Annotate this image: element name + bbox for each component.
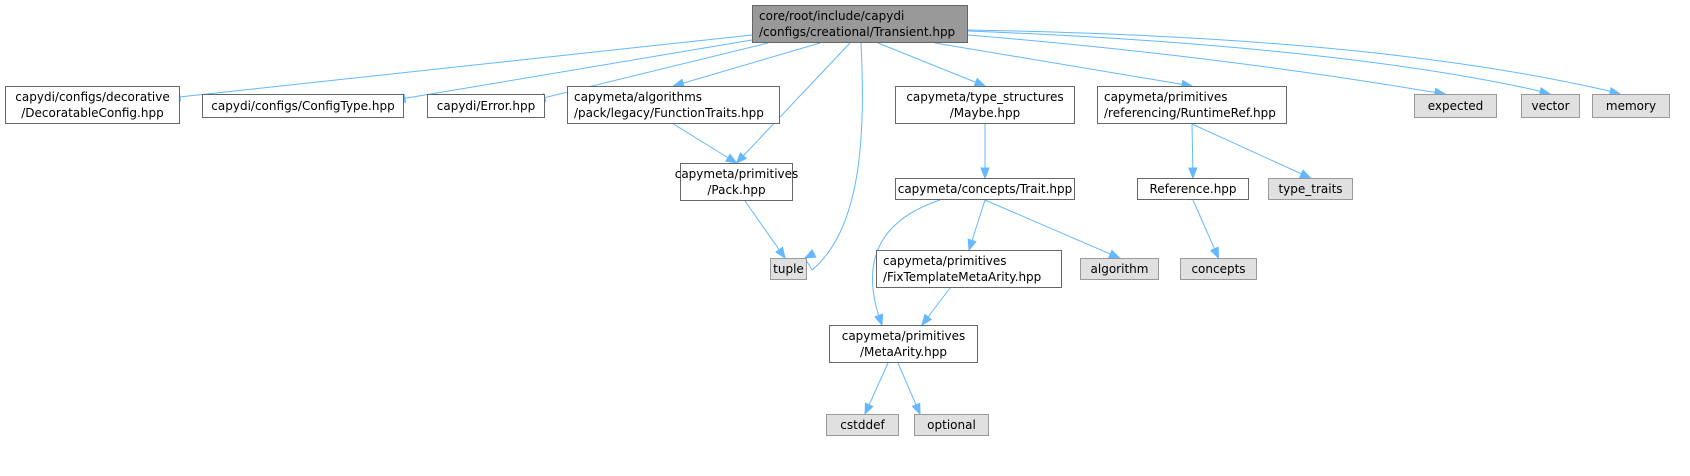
- arrowhead-icon: [1298, 169, 1312, 179]
- edge-line: [877, 42, 986, 87]
- node-label-line: tuple: [773, 262, 804, 276]
- node-fixtemplate[interactable]: capymeta/primitives/FixTemplateMetaArity…: [876, 250, 1062, 288]
- edge-runtimeref-reference: [1188, 123, 1198, 180]
- node-label-line: capymeta/primitives: [841, 329, 966, 343]
- edge-fixtemplate-metaarity: [921, 287, 951, 327]
- node-label-line: capymeta/concepts/Trait.hpp: [897, 182, 1073, 196]
- edge-pack-tuple: [744, 200, 786, 260]
- edge-line: [804, 42, 863, 271]
- node-type_traits: type_traits: [1268, 178, 1353, 200]
- edge-line: [872, 199, 941, 326]
- node-label-line: capymeta/algorithms: [574, 90, 703, 104]
- node-metaarity[interactable]: capymeta/primitives/MetaArity.hpp: [829, 325, 978, 363]
- edge-maybe-trait: [980, 124, 990, 180]
- arrowhead-icon: [1107, 249, 1121, 259]
- node-tuple: tuple: [770, 258, 807, 280]
- arrowhead-icon: [735, 152, 748, 164]
- node-cstddef: cstddef: [826, 414, 899, 436]
- node-configtype[interactable]: capydi/configs/ConfigType.hpp: [202, 94, 404, 118]
- edge-line: [673, 123, 737, 164]
- node-label-line: /Maybe.hpp: [949, 106, 1021, 120]
- edge-line: [394, 39, 753, 101]
- arrowhead-icon: [1209, 246, 1220, 260]
- arrowhead-icon: [1188, 167, 1198, 180]
- edge-line: [1192, 199, 1219, 259]
- edge-line: [169, 34, 753, 99]
- edge-root-pack: [735, 42, 851, 164]
- node-label-line: /Pack.hpp: [707, 183, 766, 197]
- node-maybe[interactable]: capymeta/type_structures/Maybe.hpp: [895, 86, 1075, 124]
- node-label-line: /pack/legacy/FunctionTraits.hpp: [574, 106, 764, 120]
- arrowhead-icon: [725, 153, 738, 164]
- arrowhead-icon: [980, 167, 990, 180]
- edge-line: [967, 30, 1551, 95]
- edge-trait-fixtemplate: [967, 199, 986, 252]
- node-label-line: /DecoratableConfig.hpp: [21, 106, 164, 120]
- node-decoratable[interactable]: capydi/configs/decorative/DecoratableCon…: [5, 86, 180, 124]
- edge-runtimeref-type_traits: [1191, 123, 1312, 179]
- node-label-line: optional: [927, 418, 976, 432]
- node-label-line: capydi/Error.hpp: [436, 99, 536, 113]
- node-label-line: concepts: [1191, 262, 1246, 276]
- arrowhead-icon: [803, 249, 817, 259]
- edge-line: [1191, 123, 1311, 179]
- edge-metaarity-optional: [897, 362, 921, 416]
- node-label-line: capymeta/primitives: [883, 254, 1007, 268]
- node-functiontraits[interactable]: capymeta/algorithms/pack/legacy/Function…: [567, 86, 780, 124]
- node-vector: vector: [1521, 94, 1580, 118]
- arrowhead-icon: [874, 313, 884, 327]
- node-label-line: vector: [1531, 99, 1570, 113]
- node-label-line: algorithm: [1090, 262, 1149, 276]
- node-algorithm: algorithm: [1080, 258, 1159, 280]
- arrowhead-icon: [973, 77, 987, 87]
- node-reference[interactable]: Reference.hpp: [1137, 178, 1249, 200]
- edge-line: [967, 34, 1446, 95]
- node-error[interactable]: capydi/Error.hpp: [427, 94, 545, 118]
- arrowhead-icon: [911, 402, 921, 416]
- node-label-line: capydi/configs/decorative: [15, 90, 170, 104]
- node-expected: expected: [1414, 94, 1497, 118]
- node-label-line: /configs/creational/Transient.hpp: [759, 25, 956, 39]
- arrowhead-icon: [775, 246, 786, 260]
- node-label-line: /MetaArity.hpp: [859, 345, 948, 359]
- arrowhead-icon: [921, 313, 933, 327]
- node-label-line: capymeta/type_structures: [906, 90, 1064, 104]
- node-root[interactable]: core/root/include/capydi/configs/creatio…: [752, 5, 968, 43]
- node-label-line: expected: [1427, 99, 1484, 113]
- node-label-line: type_traits: [1278, 182, 1343, 196]
- edge-line: [934, 42, 1193, 87]
- node-label-line: Reference.hpp: [1149, 182, 1237, 196]
- node-label-line: cstddef: [840, 418, 885, 432]
- node-runtimeref[interactable]: capymeta/primitives/referencing/RuntimeR…: [1097, 86, 1287, 124]
- node-label-line: /FixTemplateMetaArity.hpp: [883, 270, 1042, 284]
- node-trait[interactable]: capymeta/concepts/Trait.hpp: [895, 178, 1075, 200]
- edge-line: [967, 29, 1621, 95]
- node-label-line: capymeta/primitives: [1104, 90, 1228, 104]
- edge-metaarity-cstddef: [864, 362, 889, 416]
- edge-root-maybe: [877, 42, 987, 87]
- edge-reference-concepts: [1192, 199, 1220, 260]
- node-label-line: /referencing/RuntimeRef.hpp: [1104, 106, 1276, 120]
- edge-trait-algorithm: [984, 199, 1121, 259]
- edge-line: [736, 42, 851, 164]
- node-label-line: capydi/configs/ConfigType.hpp: [211, 99, 395, 113]
- node-optional: optional: [914, 414, 989, 436]
- arrowhead-icon: [967, 238, 977, 252]
- node-concepts: concepts: [1180, 258, 1257, 280]
- edge-line: [984, 199, 1120, 259]
- node-label-line: core/root/include/capydi: [759, 9, 905, 23]
- node-memory: memory: [1592, 94, 1670, 118]
- arrowhead-icon: [864, 402, 874, 416]
- edge-line: [744, 200, 786, 259]
- edge-line: [673, 42, 821, 87]
- edge-trait-metaarity: [872, 199, 941, 327]
- edge-root-tuple: [803, 42, 863, 271]
- node-pack[interactable]: capymeta/primitives/Pack.hpp: [675, 163, 798, 201]
- node-label-line: memory: [1605, 99, 1657, 113]
- edge-functiontraits-pack: [673, 123, 738, 164]
- node-label-line: capymeta/primitives: [674, 167, 799, 181]
